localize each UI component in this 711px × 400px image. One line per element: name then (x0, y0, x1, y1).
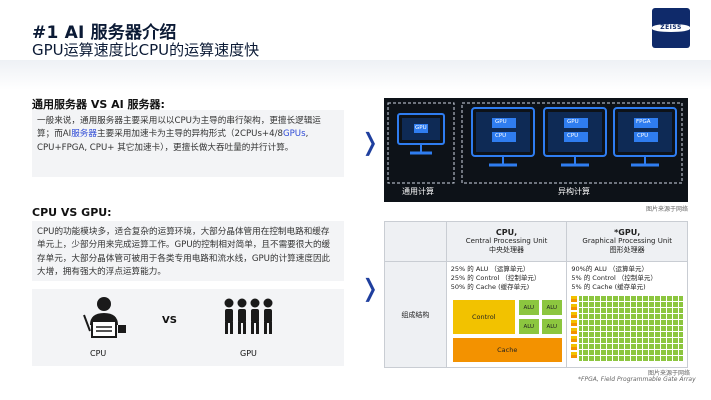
chip-fpga: FPGA (636, 119, 651, 125)
row-label-cell: 组成结构 (384, 261, 447, 368)
chip-cpu-2: CPU (567, 133, 579, 139)
section1-highlight-server: 服务器 (71, 129, 97, 140)
diagram-graphic (387, 102, 683, 184)
cpu-icon-label: CPU (90, 349, 107, 358)
section1-text: 一般来说，通用服务器主要采用以以CPU为主导的串行架构，更擅长逻辑运算；而AI服… (37, 115, 338, 155)
cpu-sub2: 中央处理器 (489, 246, 525, 254)
gpu-stat-cache: 5% 的 Cache (缓存单元) (571, 283, 646, 291)
chevron-right-icon: ❭ (360, 274, 381, 302)
chip-cpu-1: CPU (495, 133, 507, 139)
fpga-footnote: *FPGA, Field Programmable Gate Array (578, 376, 696, 383)
header-band (0, 60, 711, 90)
section2-heading: CPU VS GPU: (32, 206, 112, 219)
zeiss-logo: ZEISS (652, 8, 690, 48)
chip-gpu-general: GPU (415, 125, 427, 131)
cpu-person-icon (83, 297, 126, 338)
logo-band (652, 24, 690, 32)
hetero-compute-label: 异构计算 (558, 187, 590, 196)
corner-cell (384, 221, 447, 262)
general-compute-label: 通用计算 (402, 187, 434, 196)
chevron-right-icon: ❭ (360, 128, 381, 156)
chip-gpu-2: GPU (567, 119, 579, 125)
section1-text-c: , CPU+FPGA, CPU+ 其它加速卡），更擅长做大吞吐量的并行计算。 (37, 129, 309, 153)
gpu-stats: 90%的 ALU （运算单元） 5% 的 Control （控制单元） 5% 的… (571, 265, 657, 292)
cpu-sub1: Central Processing Unit (465, 237, 548, 245)
cpu-alu-block: ALU (541, 300, 562, 315)
heterogeneous-diagram: GPU GPU CPU GPU CPU FPGA CPU 通用计算 异构计算 (384, 98, 688, 202)
section1-heading: 通用服务器 VS AI 服务器: (32, 98, 165, 111)
cpu-alu-block: ALU (541, 319, 562, 334)
table-source-note: 图片来源于网络 (648, 370, 691, 377)
page-title: #1 AI 服务器介绍 (32, 23, 177, 43)
gpu-stat-alu: 90%的 ALU （运算单元） (571, 265, 648, 273)
comparison-table-grid: CPU, Central Processing Unit 中央处理器 *GPU,… (384, 221, 688, 368)
cpu-cache-block: Cache (452, 338, 562, 362)
gpu-alu-grid (571, 296, 684, 362)
gpu-header: *GPU, Graphical Processing Unit 图形处理器 (566, 221, 688, 262)
chip-gpu-1: GPU (495, 119, 507, 125)
cpu-stat-cache: 50% 的 Cache (缓存单元) (450, 283, 530, 291)
gpu-structure-cell: 90%的 ALU （运算单元） 5% 的 Control （控制单元） 5% 的… (566, 261, 688, 368)
cpu-alu-block: ALU (518, 300, 539, 315)
section1-textbox: 一般来说，通用服务器主要采用以以CPU为主导的串行架构，更擅长逻辑运算；而AI服… (32, 110, 344, 177)
vs-label: VS (162, 315, 177, 326)
cpu-header: CPU, Central Processing Unit 中央处理器 (445, 221, 568, 262)
gpu-people-icon (224, 298, 273, 334)
cpu-stats: 25% 的 ALU （运算单元） 25% 的 Control （控制单元） 50… (451, 265, 541, 292)
gpu-sub1: Graphical Processing Unit (582, 237, 672, 245)
diagram-source: 图片来源于网络 (646, 206, 689, 213)
cpu-control-block: Control (452, 300, 515, 334)
row-label: 组成结构 (401, 310, 430, 319)
gpu-title: *GPU, (614, 228, 641, 237)
section1-text-a: 一般来说，通用服务器主要采用以以CPU为主导的串行架构，更擅长逻辑运算；而AI (37, 116, 321, 140)
gpu-stat-control: 5% 的 Control （控制单元） (571, 274, 657, 282)
gpu-icon-label: GPU (240, 349, 257, 358)
cpu-title: CPU, (495, 228, 518, 237)
cpu-gpu-icon-box: CPU VS GPU (32, 289, 344, 366)
gpu-sub2: 图形处理器 (609, 246, 645, 254)
page-subtitle: GPU运算速度比CPU的运算速度快 (32, 41, 260, 59)
section1-highlight-gpus: GPUs (282, 129, 306, 140)
cpu-gpu-comparison-table: CPU, Central Processing Unit 中央处理器 *GPU,… (384, 221, 688, 368)
logo-text: ZEISS (660, 24, 682, 31)
cpu-alu-block: ALU (518, 319, 539, 334)
cpu-stat-alu: 25% 的 ALU （运算单元） (450, 265, 530, 273)
cpu-block-diagram: Control ALU ALU ALU ALU Cache (451, 294, 564, 364)
chip-cpu-3: CPU (637, 133, 649, 139)
cpu-structure-cell: 25% 的 ALU （运算单元） 25% 的 Control （控制单元） 50… (445, 261, 568, 368)
section1-text-b: 主要采用加速卡为主导的异构形式（2CPUs+4/8 (97, 129, 283, 140)
section2-textbox: CPU的功能模块多，适合复杂的运算环境，大部分晶体管用在控制电路和缓存单元上，少… (32, 221, 344, 281)
section2-text: CPU的功能模块多，适合复杂的运算环境，大部分晶体管用在控制电路和缓存单元上，少… (37, 227, 331, 278)
cpu-stat-control: 25% 的 Control （控制单元） (450, 274, 541, 282)
